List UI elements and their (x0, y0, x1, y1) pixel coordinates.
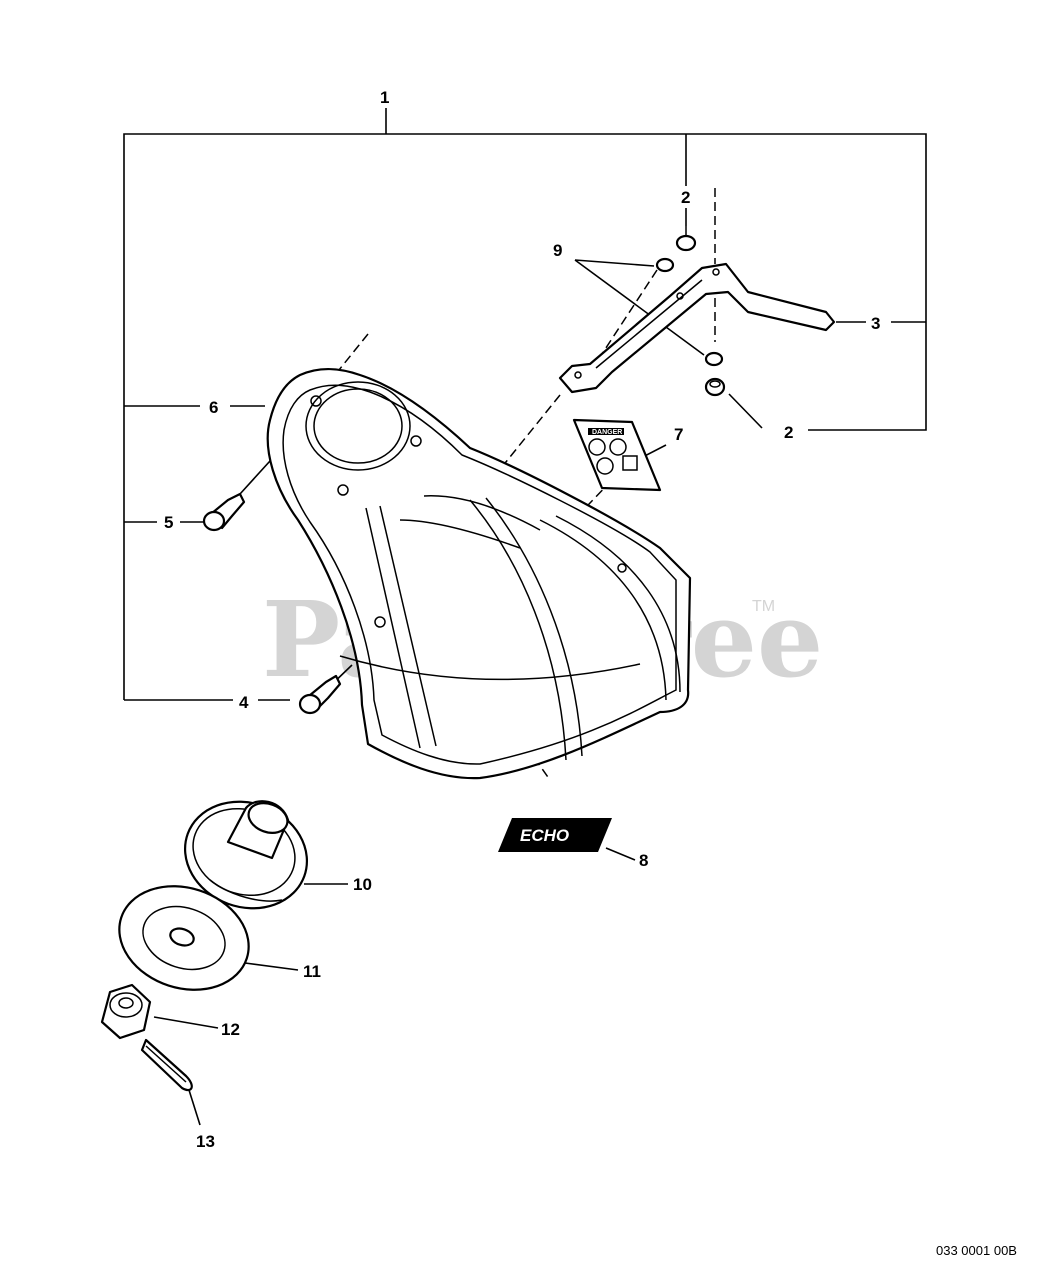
callout-9: 9 (553, 241, 562, 260)
callout-7: 7 (674, 425, 683, 444)
callout-13: 13 (196, 1132, 215, 1151)
shield (266, 367, 692, 780)
decal-logo-text: ECHO (520, 826, 569, 845)
assembly-bracket (123, 108, 927, 1126)
callout-12: 12 (221, 1020, 240, 1039)
callout-10: 10 (353, 875, 372, 894)
echo-decal: ECHO (498, 818, 612, 852)
callout-1: 1 (380, 88, 389, 107)
callout-11: 11 (303, 962, 321, 981)
cotter-pin (140, 1038, 193, 1092)
callout-6: 6 (209, 398, 218, 417)
washer-lower (704, 351, 724, 367)
bolt-lower (298, 674, 342, 715)
nut-upper (675, 234, 697, 252)
spool-housing (183, 800, 309, 910)
watermark-trademark: TM (752, 598, 775, 615)
callout-2-upper: 2 (681, 188, 690, 207)
bracket (558, 262, 836, 394)
callout-2-lower: 2 (784, 423, 793, 442)
callout-3: 3 (871, 314, 880, 333)
decal-warning-text: DANGER (592, 429, 622, 436)
bolt-upper (202, 492, 246, 532)
callout-8: 8 (639, 851, 648, 870)
drawing-code: 033 0001 00B (936, 1243, 1017, 1258)
callout-4: 4 (239, 693, 249, 712)
nut-lower (704, 377, 726, 397)
washer-upper (655, 257, 675, 273)
castle-nut (100, 983, 152, 1040)
warning-decal: DANGER (572, 418, 662, 492)
spool-cap (118, 885, 250, 991)
callout-5: 5 (164, 513, 173, 532)
